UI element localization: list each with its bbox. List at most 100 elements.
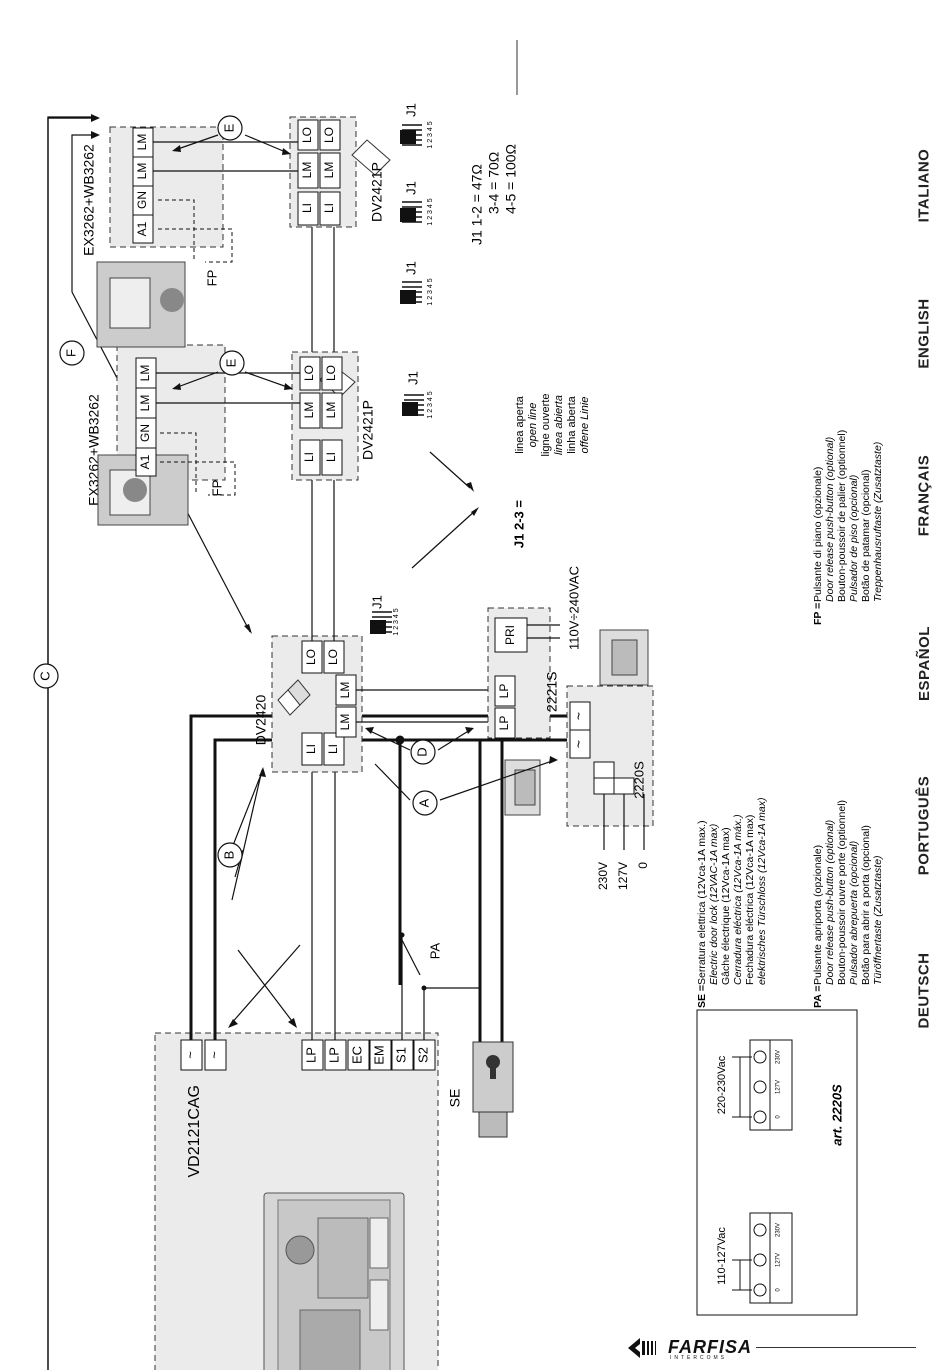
svg-text:LO: LO	[302, 365, 316, 381]
svg-text:FP: FP	[204, 270, 219, 287]
svg-text:1 2 3 4 5: 1 2 3 4 5	[427, 198, 434, 225]
main-unit-label: VD2121CAG	[186, 1085, 203, 1178]
svg-text:Serratura elettrica (12Vca-1A: Serratura elettrica (12Vca-1A max.)	[696, 820, 708, 985]
svg-text:linha aberta: linha aberta	[566, 395, 578, 453]
svg-text:B: B	[221, 851, 236, 860]
svg-text:ligne ouverte: ligne ouverte	[540, 394, 552, 457]
svg-text:Cerradura eléctrica (12Vca-1A: Cerradura eléctrica (12Vca-1A máx.)	[732, 814, 744, 985]
svg-text:LI: LI	[304, 744, 318, 754]
svg-text:linea abierta: linea abierta	[553, 395, 565, 455]
svg-text:J1: J1	[405, 371, 420, 385]
svg-text:SE =: SE =	[696, 985, 708, 1008]
svg-text:2221S: 2221S	[544, 672, 560, 712]
svg-text:LM: LM	[324, 402, 338, 419]
svg-text:Treppenhausruftaste (Zusatztas: Treppenhausruftaste (Zusatztaste)	[872, 442, 884, 602]
svg-text:230V: 230V	[776, 1050, 782, 1064]
svg-text:J1: J1	[403, 261, 418, 275]
letter-a: A	[374, 756, 558, 816]
svg-text:LO: LO	[304, 649, 318, 665]
svg-text:Bouton-poussoir de palier (opt: Bouton-poussoir de palier (optionnel)	[836, 430, 848, 602]
svg-text:A: A	[416, 798, 431, 807]
svg-text:Door release push-button (opti: Door release push-button (optional)	[824, 820, 836, 985]
letter-f: F	[59, 340, 85, 366]
svg-text:art. 2220S: art. 2220S	[829, 1084, 844, 1146]
letter-e-2: E	[172, 350, 293, 390]
svg-text:1 2 3 4 5: 1 2 3 4 5	[393, 608, 400, 635]
svg-text:EC: EC	[349, 1046, 364, 1064]
svg-text:S2: S2	[415, 1047, 430, 1063]
svg-text:LO: LO	[324, 365, 338, 381]
svg-text:1 2 3 4 5: 1 2 3 4 5	[427, 391, 434, 418]
main-terminals: ~ ~ LP LP EC EM S1 S2	[180, 1039, 436, 1071]
letter-b: B	[217, 767, 266, 901]
svg-text:LP: LP	[497, 684, 511, 699]
svg-text:E: E	[221, 123, 236, 132]
svg-text:open line: open line	[527, 403, 539, 448]
svg-text:D: D	[414, 747, 429, 756]
svg-text:0: 0	[776, 1115, 782, 1119]
inset-2220s: 110-127Vac 220-230Vac 0 127V 230V 0 127V…	[696, 1009, 858, 1316]
svg-text:LM: LM	[302, 402, 316, 419]
svg-text:J1: J1	[403, 103, 418, 117]
svg-text:LM: LM	[135, 163, 149, 180]
lang-english: ENGLISH	[915, 297, 933, 369]
lang-deutsch: DEUTSCH	[915, 951, 933, 1029]
svg-text:LM: LM	[300, 162, 314, 179]
svg-text:LP: LP	[497, 716, 511, 731]
svg-text:GN: GN	[138, 424, 152, 442]
svg-text:3-4 = 70Ω: 3-4 = 70Ω	[486, 152, 502, 214]
svg-text:LI: LI	[300, 203, 314, 213]
svg-text:LP: LP	[326, 1047, 341, 1063]
svg-text:Pulsador abrepuerta (opcional): Pulsador abrepuerta (opcional)	[848, 841, 860, 985]
svg-text:~: ~	[206, 1051, 221, 1059]
svg-text:~: ~	[182, 1051, 197, 1059]
svg-text:LM: LM	[138, 395, 152, 412]
svg-text:Gâche électrique (12Vca-1A max: Gâche électrique (12Vca-1A max)	[720, 827, 732, 985]
svg-text:0: 0	[776, 1288, 782, 1292]
svg-text:Bouton-poussoir ouvre porte (o: Bouton-poussoir ouvre porte (optionnel)	[836, 800, 848, 985]
svg-text:F: F	[63, 349, 78, 357]
resistance-notes: J1 1-2 = 47Ω 3-4 = 70Ω 4-5 = 100Ω	[469, 144, 519, 245]
svg-text:LM: LM	[338, 682, 352, 699]
farfisa-mark-icon	[628, 1338, 656, 1358]
legend-pa: PA = Pulsante apriporta (opzionale) Door…	[812, 800, 884, 1008]
svg-text:PRI: PRI	[503, 625, 517, 645]
legend-fp: FP = Pulsante di piano (opzionale) Door …	[812, 430, 884, 625]
svg-text:Fechadura eléctrica (12Vca-1A: Fechadura eléctrica (12Vca-1A max)	[744, 815, 756, 985]
psu-2220s: ~ ~ 2220S	[566, 629, 654, 827]
svg-text:Botão de patamar (opcional): Botão de patamar (opcional)	[860, 470, 872, 603]
letter-d: D	[365, 727, 474, 765]
svg-text:LM: LM	[322, 162, 336, 179]
svg-text:LI: LI	[326, 744, 340, 754]
svg-text:DV2421P: DV2421P	[369, 162, 385, 222]
svg-text:4-5 = 100Ω: 4-5 = 100Ω	[503, 144, 519, 214]
svg-text:Pulsante di piano (opzionale): Pulsante di piano (opzionale)	[812, 467, 824, 602]
svg-text:Pulsante apriporta (opzionale): Pulsante apriporta (opzionale)	[812, 845, 824, 985]
svg-text:127V: 127V	[776, 1253, 782, 1267]
svg-text:LO: LO	[300, 127, 314, 143]
svg-text:C: C	[37, 671, 52, 680]
svg-text:GN: GN	[135, 191, 149, 209]
letter-e-1: E	[172, 115, 291, 155]
svg-text:J1: J1	[369, 595, 384, 609]
svg-text:DV2421P: DV2421P	[360, 400, 376, 460]
psu1-voltage: 110V÷240VAC	[566, 566, 581, 650]
svg-text:Türöffnertaste (Zusatztaste): Türöffnertaste (Zusatztaste)	[872, 855, 884, 985]
svg-text:S1: S1	[393, 1047, 408, 1063]
svg-text:J1 1-2 = 47Ω: J1 1-2 = 47Ω	[469, 164, 485, 245]
svg-text:LI: LI	[324, 452, 338, 462]
svg-text:linea aperta: linea aperta	[514, 395, 526, 453]
svg-text:FP =: FP =	[812, 603, 824, 625]
psu-2221s: LP LP PRI 2221S	[487, 607, 560, 816]
svg-text:LI: LI	[302, 452, 316, 462]
svg-text:2220S: 2220S	[631, 761, 646, 799]
svg-text:0: 0	[636, 862, 650, 869]
svg-text:PA =: PA =	[812, 986, 824, 1008]
open-line-note: J1 2-3 = linea aperta open line ligne ou…	[511, 394, 590, 549]
svg-text:Pulsador de piso (opcional): Pulsador de piso (opcional)	[848, 475, 860, 602]
svg-text:EX3262+WB3262: EX3262+WB3262	[81, 144, 97, 256]
legend-se: SE = Serratura elettrica (12Vca-1A max.)…	[696, 797, 768, 1008]
svg-text:~: ~	[571, 740, 587, 748]
svg-text:E: E	[223, 358, 238, 367]
